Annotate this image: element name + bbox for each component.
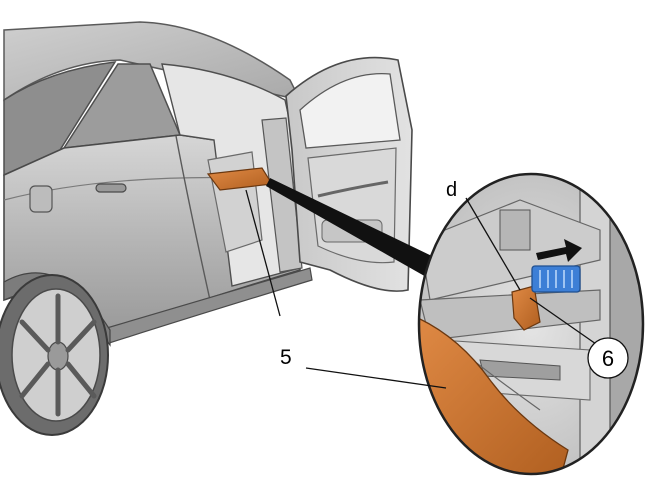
retaining-clip-orange (511, 285, 541, 331)
magnifier-beam (266, 178, 436, 278)
zoom-detail-circle (417, 172, 645, 476)
direction-arrow-icon (536, 239, 582, 262)
car-door-armrest (317, 180, 389, 198)
callout-badge-6: 6 (587, 337, 629, 379)
leader-line-5-car (245, 189, 281, 317)
callout-label-5: 5 (280, 346, 292, 369)
connector-blue (531, 265, 581, 293)
car-door-seam (175, 135, 211, 301)
leader-line-5-detail (305, 367, 447, 389)
car-door-window (299, 72, 401, 149)
car-illustration (0, 21, 413, 436)
leader-line-6 (529, 297, 597, 345)
car-rear-window (3, 61, 117, 177)
car-rear-wheel (0, 274, 109, 436)
callout-label-d: d (446, 179, 457, 201)
callout-label-6: 6 (602, 346, 614, 371)
leader-line-d (465, 197, 521, 291)
car-sill (99, 267, 313, 345)
car-fuel-flap (29, 185, 53, 213)
car-rear-door-handle (95, 183, 127, 193)
